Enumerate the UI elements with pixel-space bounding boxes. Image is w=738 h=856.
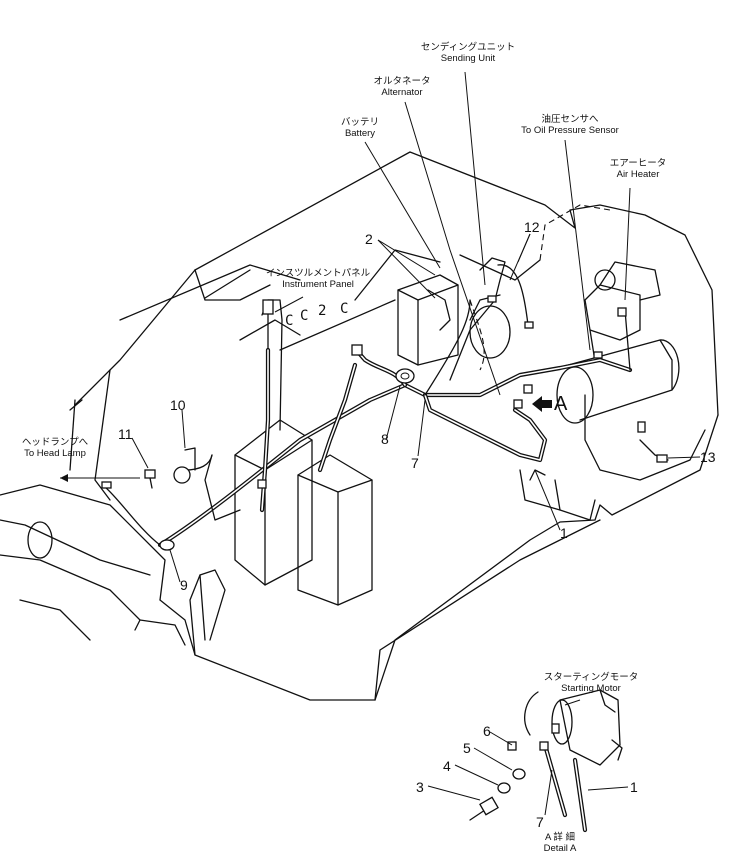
starting-motor-label: スターティングモータ Starting Motor [536,672,646,694]
alternator-label-en: Alternator [381,87,423,98]
alternator-label: オルタネータ Alternator [352,76,452,98]
part-number-2: 2 [365,231,373,247]
part-number-1-main: 1 [560,525,568,541]
part-number-5: 5 [463,740,471,756]
svg-text:C: C [340,301,348,317]
svg-text:2: 2 [318,303,326,319]
part-number-7-detail: 7 [536,814,544,830]
detail-a-drawing [427,689,629,833]
bolt-3-icon [479,796,499,816]
sending-unit-label-jp: センディングユニット [420,42,516,53]
part-number-9: 9 [180,577,188,593]
nut-5-icon [512,768,526,780]
view-letter-a: A [554,393,568,415]
part-number-12: 12 [524,219,540,235]
air-heater-label-jp: エアーヒータ [609,158,667,169]
part-number-8: 8 [381,431,389,447]
terminal-6-icon [507,741,517,751]
part-number-13: 13 [700,449,716,465]
detail-a-caption: A 詳 細 Detail A [530,832,590,854]
instrument-panel-label-jp: インスツルメントパネル [265,268,371,279]
grommet-9-icon [159,539,175,551]
washer-4-icon [497,782,511,794]
sending-unit-label-en: Sending Unit [440,53,496,64]
sending-unit-label: センディングユニット Sending Unit [408,42,528,64]
battery-label-jp: バッテリ [340,117,379,128]
oil-pressure-sensor-label-jp: 油圧センサへ [541,114,599,125]
detail-a-caption-en: Detail A [543,843,577,854]
wiring-harness [104,264,669,548]
machine-body: C C 2 C [0,151,719,701]
svg-text:C: C [300,308,308,324]
part-number-3: 3 [416,779,424,795]
grommet-8-icon [395,368,415,384]
part-number-1-detail: 1 [630,779,638,795]
instrument-panel-label: インスツルメントパネル Instrument Panel [258,268,378,290]
air-heater-label-en: Air Heater [616,169,660,180]
starting-motor-label-en: Starting Motor [561,683,621,694]
components [101,295,668,551]
part-number-7-main: 7 [411,455,419,471]
head-lamp-label-jp: ヘッドランプへ [21,437,89,448]
svg-text:C: C [285,313,293,329]
view-arrow-icon [532,396,552,412]
head-lamp-label-en: To Head Lamp [24,448,86,459]
air-heater-label: エアーヒータ Air Heater [598,158,678,180]
battery-label: バッテリ Battery [325,117,395,139]
part-number-10: 10 [170,397,186,413]
part-number-6: 6 [483,723,491,739]
horn-icon [173,466,191,484]
instrument-panel-label-en: Instrument Panel [282,279,354,290]
oil-pressure-sensor-label: 油圧センサへ To Oil Pressure Sensor [505,114,635,136]
starting-motor-label-jp: スターティングモータ [543,672,639,683]
bolt-icon [144,469,156,479]
part-number-4: 4 [443,758,451,774]
part-number-11: 11 [118,426,133,442]
connector-13-icon [656,454,668,463]
battery-label-en: Battery [344,128,376,139]
head-lamp-label: ヘッドランプへ To Head Lamp [15,437,95,459]
alternator-label-jp: オルタネータ [373,76,431,87]
leader-lines [60,71,701,583]
detail-a-caption-jp: A 詳 細 [544,832,576,843]
oil-pressure-sensor-label-en: To Oil Pressure Sensor [521,125,619,136]
